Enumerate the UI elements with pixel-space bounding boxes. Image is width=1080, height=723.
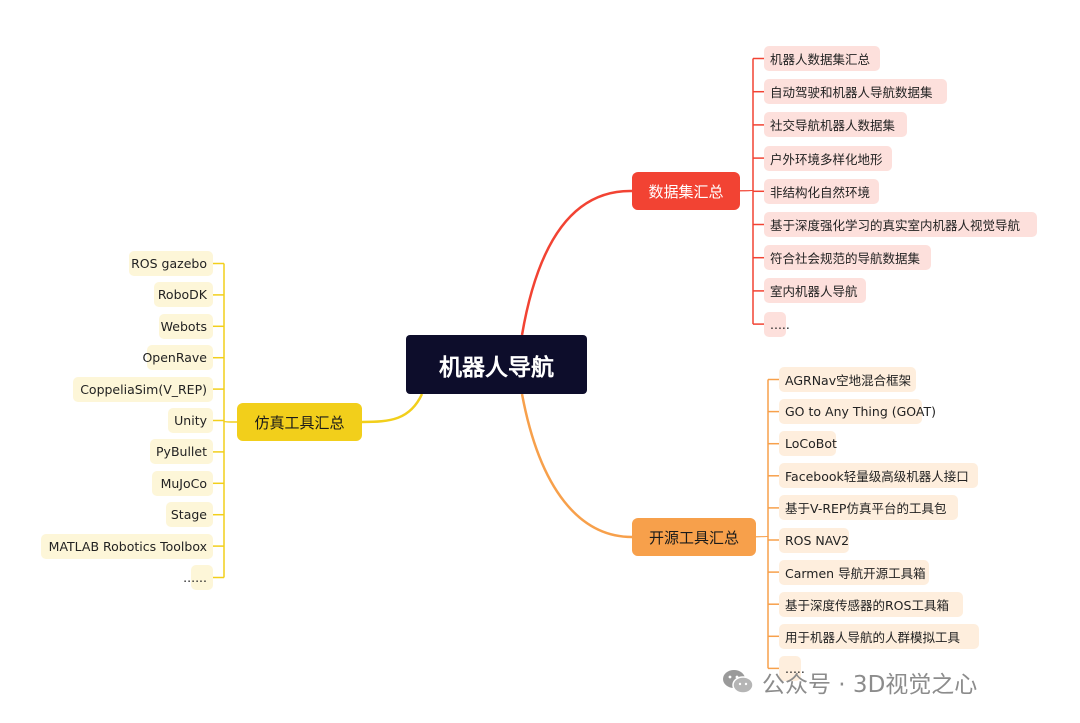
opensource-item[interactable]: GO to Any Thing (GOAT) — [779, 399, 936, 425]
opensource-item[interactable]: Carmen 导航开源工具箱 — [779, 559, 929, 585]
simulation-item[interactable]: CoppeliaSim(V_REP) — [73, 376, 213, 402]
dataset-item[interactable]: 自动驾驶和机器人导航数据集 — [764, 79, 947, 105]
simulation-branch-spine-link — [223, 420, 238, 423]
dataset-item[interactable]: 户外环境多样化地形 — [764, 145, 892, 171]
simulation-item[interactable]: RoboDK — [154, 282, 213, 308]
opensource-item[interactable]: 用于机器人导航的人群模拟工具 — [779, 623, 979, 649]
opensource-item[interactable]: ..... — [779, 655, 805, 681]
dataset-item[interactable]: 机器人数据集汇总 — [764, 46, 880, 71]
simulation-item[interactable]: Webots — [159, 313, 213, 339]
simulation-item[interactable]: OpenRave — [142, 345, 213, 371]
opensource-item[interactable]: LoCoBot — [779, 431, 837, 457]
simulation-item[interactable]: PyBullet — [150, 439, 213, 465]
simulation-item[interactable]: ...... — [183, 565, 213, 590]
opensource-item[interactable]: ROS NAV2 — [779, 527, 849, 553]
simulation-item[interactable]: MuJoCo — [152, 470, 213, 496]
watermark-text: 公众号 · 3D视觉之心 — [762, 672, 978, 698]
dataset-item[interactable]: 非结构化自然环境 — [764, 178, 879, 204]
root-node[interactable]: 机器人导航 — [406, 335, 587, 394]
opensource-item[interactable]: Facebook轻量级高级机器人接口 — [779, 463, 978, 489]
simulation-item[interactable]: Stage — [166, 502, 213, 528]
simulation-item[interactable]: ROS gazebo — [129, 251, 213, 276]
dataset-item[interactable]: 基于深度强化学习的真实室内机器人视觉导航 — [764, 212, 1037, 237]
branch-dataset[interactable]: 数据集汇总 — [632, 172, 740, 210]
dataset-item[interactable]: ..... — [764, 311, 790, 337]
link-root-simulation — [361, 393, 424, 424]
simulation-item[interactable]: Unity — [168, 408, 213, 433]
link-root-opensource — [520, 393, 633, 539]
dataset-item[interactable]: 符合社会规范的导航数据集 — [764, 245, 931, 271]
dataset-item[interactable]: 室内机器人导航 — [764, 278, 866, 304]
opensource-item[interactable]: 基于V-REP仿真平台的工具包 — [779, 495, 958, 521]
dataset-item[interactable]: 社交导航机器人数据集 — [764, 112, 907, 138]
opensource-item[interactable]: AGRNav空地混合框架 — [779, 367, 916, 392]
link-root-dataset — [520, 189, 633, 336]
opensource-item[interactable]: 基于深度传感器的ROS工具箱 — [779, 591, 963, 617]
simulation-item[interactable]: MATLAB Robotics Toolbox — [41, 533, 213, 559]
wechat-icon — [723, 670, 754, 694]
branch-opensource[interactable]: 开源工具汇总 — [632, 518, 756, 556]
branch-simulation[interactable]: 仿真工具汇总 — [237, 403, 362, 441]
watermark: 公众号 · 3D视觉之心 — [722, 665, 977, 699]
